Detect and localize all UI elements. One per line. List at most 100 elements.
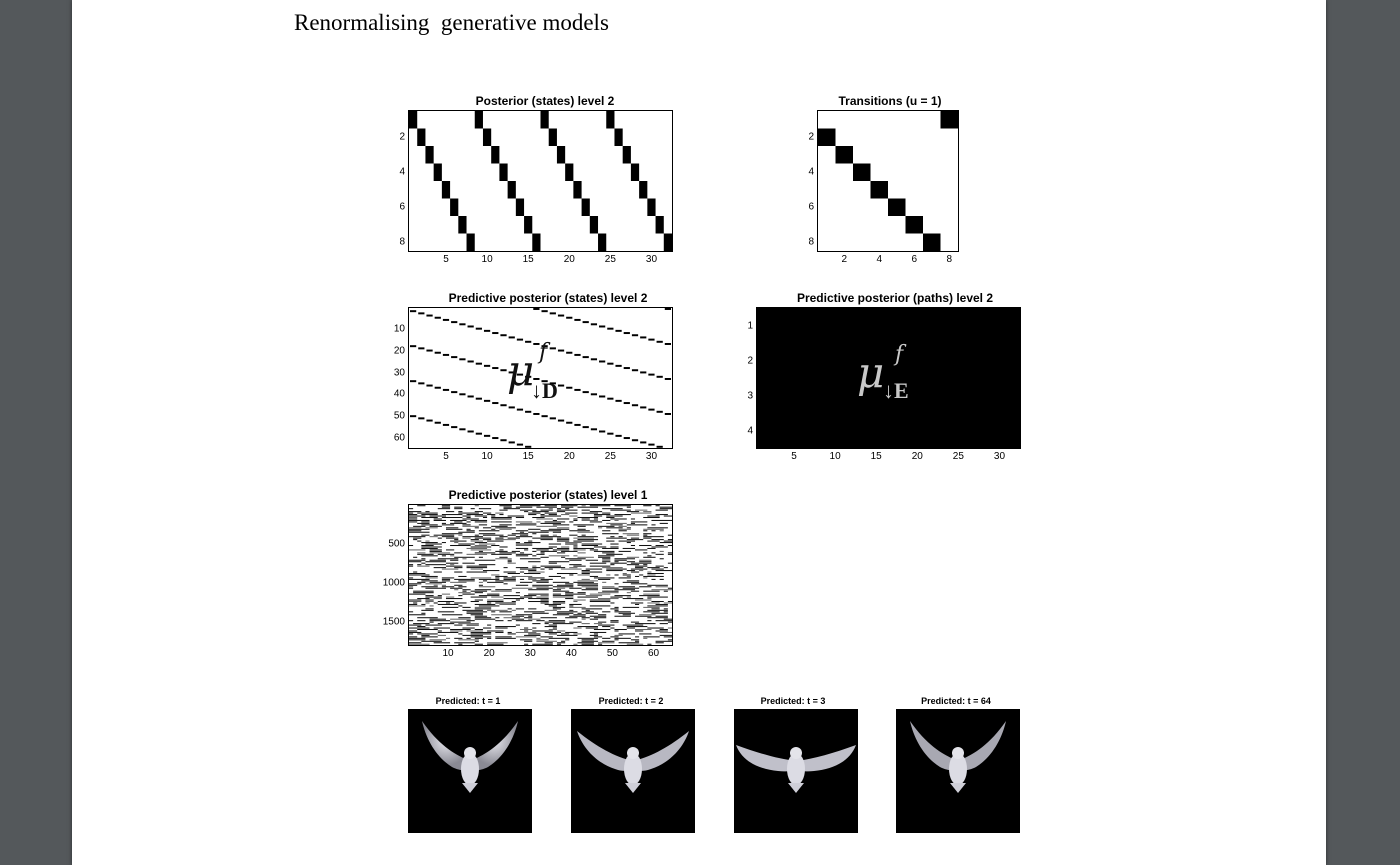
level1-dash xyxy=(598,556,611,558)
level1-dash xyxy=(503,617,520,619)
level1-dash xyxy=(421,546,442,548)
level1-dash xyxy=(573,555,578,557)
level1-dash xyxy=(441,533,463,535)
level1-dash xyxy=(421,558,426,560)
level1-dash xyxy=(409,559,426,561)
level1-dash xyxy=(635,565,648,567)
level1-dash xyxy=(466,516,471,519)
level1-dash xyxy=(532,516,545,519)
level1-dash xyxy=(409,530,422,532)
level1-dash xyxy=(487,514,496,516)
level1-dash xyxy=(639,559,652,561)
level1-dash xyxy=(421,521,430,523)
level1-dash xyxy=(417,505,426,507)
level1-dash xyxy=(478,586,496,588)
y-tick-label: 6 xyxy=(808,201,814,213)
y-tick-label: 1000 xyxy=(382,577,405,589)
predictive-state-dash xyxy=(607,432,614,435)
predictive-state-dash xyxy=(574,423,581,426)
level1-dash xyxy=(643,533,652,535)
level1-dash xyxy=(544,505,557,507)
level1-dash xyxy=(548,620,566,622)
level1-dash xyxy=(524,611,545,613)
level1-dash xyxy=(569,515,578,517)
level1-dash xyxy=(450,522,467,524)
predictive-state-dash xyxy=(557,349,565,352)
level1-dash xyxy=(458,543,475,545)
level1-dash xyxy=(515,555,529,557)
pred-states-l2-marks xyxy=(410,308,671,448)
level1-dash xyxy=(450,581,467,583)
transition-cell xyxy=(853,163,871,181)
level1-dash xyxy=(536,521,541,523)
level1-dash xyxy=(454,506,463,508)
level1-dash xyxy=(532,550,537,552)
level1-dash xyxy=(643,575,664,577)
level1-dash xyxy=(425,583,442,585)
level1-dash xyxy=(495,602,516,604)
level1-dash xyxy=(552,589,562,591)
level1-dash xyxy=(544,512,557,514)
level1-dash xyxy=(445,527,459,529)
level1-dash xyxy=(425,561,446,563)
predictive-state-dash xyxy=(590,393,598,396)
level1-dash xyxy=(581,509,590,511)
level1-dash xyxy=(598,624,615,626)
predictive-state-dash xyxy=(640,406,647,409)
level1-dash xyxy=(565,598,574,600)
level1-dash xyxy=(437,508,451,510)
level1-dash xyxy=(598,643,603,645)
level1-dash xyxy=(454,552,463,554)
level1-dash xyxy=(421,524,438,526)
predictive-state-dash xyxy=(426,314,433,317)
level1-dash xyxy=(511,533,529,535)
level1-dash xyxy=(499,611,512,613)
level1-dash xyxy=(548,575,562,577)
level1-dash xyxy=(528,512,541,514)
level1-dash xyxy=(491,521,512,523)
predictive-state-dash xyxy=(533,343,540,345)
level1-dash xyxy=(602,561,611,563)
level1-dash xyxy=(626,575,631,577)
level1-dash xyxy=(647,572,664,575)
predictive-state-dash xyxy=(410,310,417,313)
predicted-t2-label: Predicted: t = 2 xyxy=(598,696,664,706)
level1-dash xyxy=(573,614,586,616)
level1-dash xyxy=(503,583,508,585)
level1-dash xyxy=(577,574,590,576)
level1-dash xyxy=(409,631,422,633)
level1-dash xyxy=(643,564,648,566)
level1-dash xyxy=(519,552,525,554)
predictive-state-dash xyxy=(615,329,622,332)
level1-dash xyxy=(622,624,644,626)
level1-dash xyxy=(511,615,525,617)
level1-dash xyxy=(421,544,434,547)
level1-dash xyxy=(561,640,566,642)
level1-dash xyxy=(413,602,418,604)
level1-dash xyxy=(413,556,418,558)
level1-dash xyxy=(528,578,537,580)
level1-dash xyxy=(630,537,640,539)
predictive-state-dash xyxy=(483,434,491,437)
level1-dash xyxy=(651,552,656,554)
level1-dash xyxy=(643,516,660,519)
level1-dash xyxy=(630,521,648,523)
level1-dash xyxy=(421,609,434,611)
level1-dash xyxy=(528,589,549,591)
level1-dash xyxy=(409,561,422,563)
level1-dash xyxy=(647,555,652,557)
predictive-state-dash xyxy=(574,353,581,356)
level1-dash xyxy=(445,549,455,551)
level1-dash xyxy=(470,549,492,551)
y-tick-label: 1500 xyxy=(382,616,405,628)
level1-dash xyxy=(589,618,599,620)
level1-dash xyxy=(433,598,442,600)
y-tick-label: 10 xyxy=(393,323,405,335)
level1-dash xyxy=(556,537,570,539)
level1-dash xyxy=(667,534,672,536)
level1-dash xyxy=(663,515,672,517)
level1-dash xyxy=(618,586,636,588)
level1-dash xyxy=(552,595,574,597)
level1-dash xyxy=(474,618,496,620)
x-tick-label: 20 xyxy=(563,254,575,265)
